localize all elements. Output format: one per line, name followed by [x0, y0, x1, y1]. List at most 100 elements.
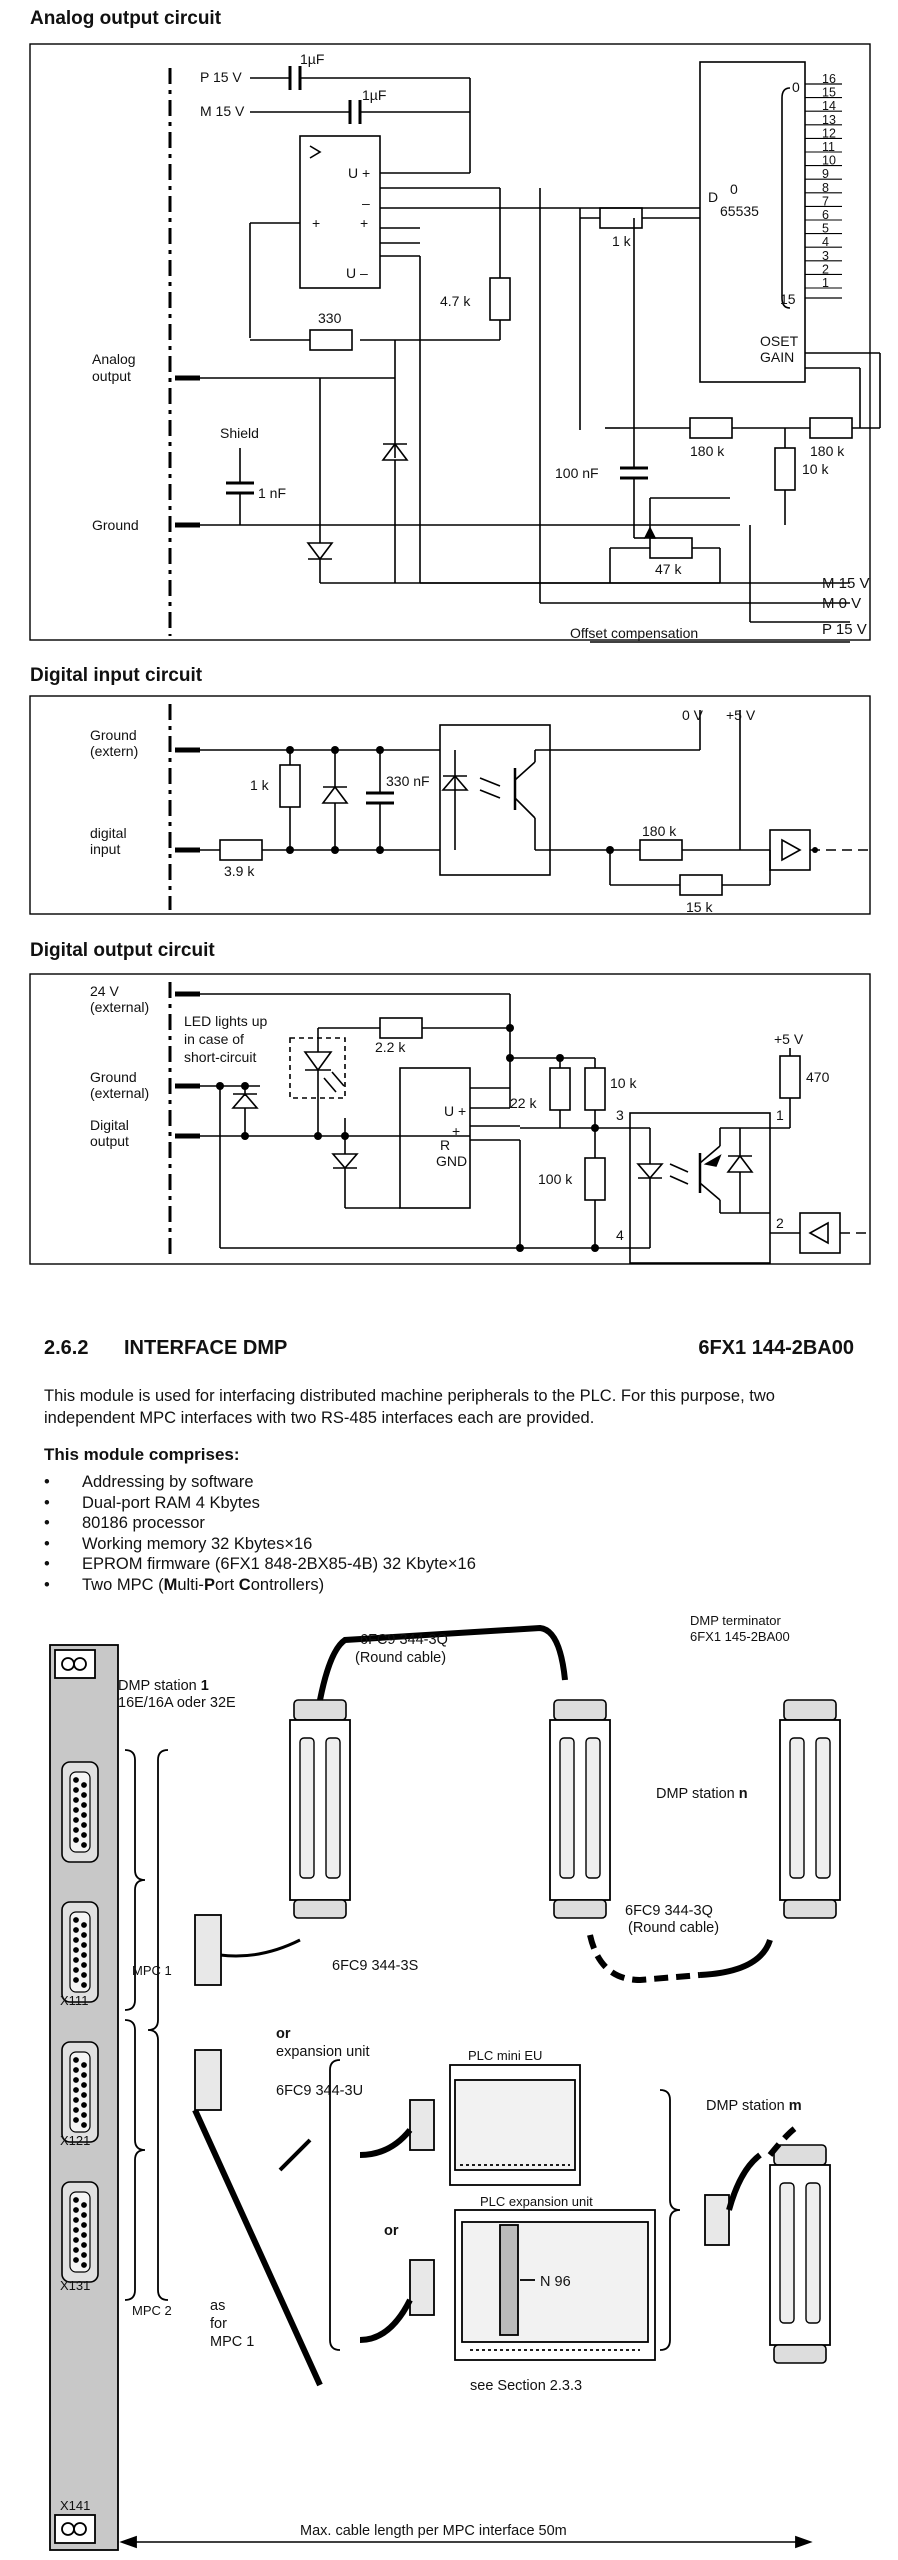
label-analog-1: Analog	[92, 351, 136, 367]
label-r47k: 47 k	[655, 561, 682, 577]
label-dac-15: 15	[780, 291, 796, 307]
dmp-x111: X111	[60, 1993, 88, 2008]
label-rail-m15: M 15 V	[822, 575, 870, 592]
di-label-digital-2: input	[90, 841, 120, 857]
label-r180b: 180 k	[810, 443, 845, 459]
label-r1k: 1 k	[612, 233, 632, 249]
di-label-r39: 3.9 k	[224, 863, 255, 879]
dmp-as-1: as	[210, 2298, 225, 2314]
di-label-ground-1: Ground	[90, 727, 137, 743]
label-analog-2: output	[92, 368, 131, 384]
label-r180a: 180 k	[690, 443, 725, 459]
do-label-p3: 3	[616, 1107, 624, 1123]
do-label-r100k: 100 k	[538, 1171, 573, 1187]
do-label-digital-2: output	[90, 1133, 129, 1149]
di-label-r180: 180 k	[642, 823, 677, 839]
section-name: INTERFACE DMP	[124, 1337, 288, 1359]
label-m15: M 15 V	[200, 103, 245, 119]
comprises-title: This module comprises:	[44, 1445, 240, 1464]
dmp-station	[779, 1699, 841, 1919]
di-label-c330: 330 nF	[386, 773, 430, 789]
digital-output-diagram: 24 V (external) LED lights up in case of…	[29, 973, 871, 1265]
label-r10k: 10 k	[802, 461, 829, 477]
label-rail-m0: M 0 V	[822, 595, 861, 612]
dac-pin-label: 13	[822, 113, 836, 127]
dmp-plc-exp: PLC expansion unit	[480, 2194, 593, 2209]
dmp-cable-3s: 6FC9 344-3S	[332, 1958, 418, 1974]
list-item: Two MPC (Multi-Port Controllers)	[44, 1575, 476, 1596]
label-gain: GAIN	[760, 349, 794, 365]
dmp-stationn: DMP station n	[656, 1786, 748, 1802]
do-label-digital-1: Digital	[90, 1117, 129, 1133]
label-dac-zero: 0	[730, 181, 738, 197]
dmp-cable-3u: 6FC9 344-3U	[276, 2083, 363, 2099]
dmp-stationm: DMP station m	[706, 2098, 802, 2114]
analog-output-diagram: P 15 V M 15 V 1µF 1µF U + – + + U – 1 k …	[29, 43, 881, 643]
dmp-station1: DMP station 1	[118, 1678, 209, 1694]
dmp-terminator-1: DMP terminator	[690, 1613, 781, 1628]
dmp-diagram: 6FC9 344-3Q (Round cable) DMP terminator…	[49, 1613, 841, 2551]
label-p15: P 15 V	[200, 69, 242, 85]
do-label-r10k: 10 k	[610, 1075, 637, 1091]
di-label-digital-1: digital	[90, 825, 127, 841]
list-item: Dual-port RAM 4 Kbytes	[44, 1493, 476, 1514]
do-label-plus: +	[452, 1123, 460, 1139]
do-label-24v-2: (external)	[90, 999, 149, 1015]
label-cap1: 1µF	[300, 51, 324, 67]
label-plus2: +	[360, 215, 368, 231]
section-intro: This module is used for interfacing dist…	[44, 1387, 775, 1427]
label-ground: Ground	[92, 517, 139, 533]
dmp-cable-top-2: (Round cable)	[355, 1650, 446, 1666]
dac-pin-label: 5	[822, 222, 829, 236]
dac-pin-label: 1	[822, 276, 829, 290]
dmp-cable-bot-2: (Round cable)	[628, 1920, 719, 1936]
dmp-or1: or	[276, 2026, 291, 2042]
do-label-r22k: 22 k	[510, 1095, 537, 1111]
do-label-gnd: GND	[436, 1153, 467, 1169]
dac-pin-label: 11	[822, 140, 835, 154]
dac-pin-label: 14	[822, 99, 836, 113]
di-label-v0: 0 V	[682, 707, 704, 723]
dmp-station1-2: 16E/16A oder 32E	[118, 1695, 236, 1711]
label-oset: OSET	[760, 333, 799, 349]
dmp-expansion: expansion unit	[276, 2044, 370, 2060]
label-offset: Offset compensation	[570, 625, 698, 641]
label-c1nf: 1 nF	[258, 485, 286, 501]
do-label-p4: 4	[616, 1227, 624, 1243]
digital-input-title: Digital input circuit	[30, 665, 203, 686]
dmp-maxlen: Max. cable length per MPC interface 50m	[300, 2523, 567, 2539]
dmp-cable-top-1: 6FC9 344-3Q	[360, 1632, 448, 1648]
label-dac-d: D	[708, 189, 718, 205]
dac-pin-label: 7	[822, 194, 829, 208]
dac-pin-label: 4	[822, 235, 829, 249]
do-label-r470: 470	[806, 1069, 830, 1085]
do-label-p1: 1	[776, 1107, 784, 1123]
label-shield: Shield	[220, 425, 259, 441]
dac-pin-label: 12	[822, 126, 836, 140]
dac-pin-label: 10	[822, 154, 836, 168]
list-item: Addressing by software	[44, 1472, 476, 1493]
sub-d-connector	[61, 2181, 99, 2283]
sub-d-connector	[61, 1761, 99, 1863]
dmp-station	[289, 1699, 351, 1919]
do-label-24v-1: 24 V	[90, 983, 119, 999]
dac-pin-label: 2	[822, 262, 829, 276]
do-label-led-2: in case of	[184, 1031, 244, 1047]
list-item: 80186 processor	[44, 1513, 476, 1534]
label-minus: –	[362, 195, 370, 211]
dmp-mpc1: MPC 1	[132, 1963, 172, 1978]
dmp-cable-bot-1: 6FC9 344-3Q	[625, 1903, 713, 1919]
label-plus1: +	[312, 215, 320, 231]
dmp-as-3: MPC 1	[210, 2334, 254, 2350]
dmp-station	[769, 2144, 831, 2364]
analog-title: Analog output circuit	[30, 8, 222, 29]
dac-pin-label: 15	[822, 86, 836, 100]
di-label-r1k: 1 k	[250, 777, 270, 793]
dac-pin-label: 9	[822, 167, 829, 181]
label-uminus: U –	[346, 265, 368, 281]
dac-pin-label: 3	[822, 249, 829, 263]
sub-d-connector	[61, 2041, 99, 2143]
label-dac-0: 0	[792, 79, 800, 95]
dmp-plc-mini: PLC mini EU	[468, 2048, 542, 2063]
di-label-r15: 15 k	[686, 899, 713, 915]
